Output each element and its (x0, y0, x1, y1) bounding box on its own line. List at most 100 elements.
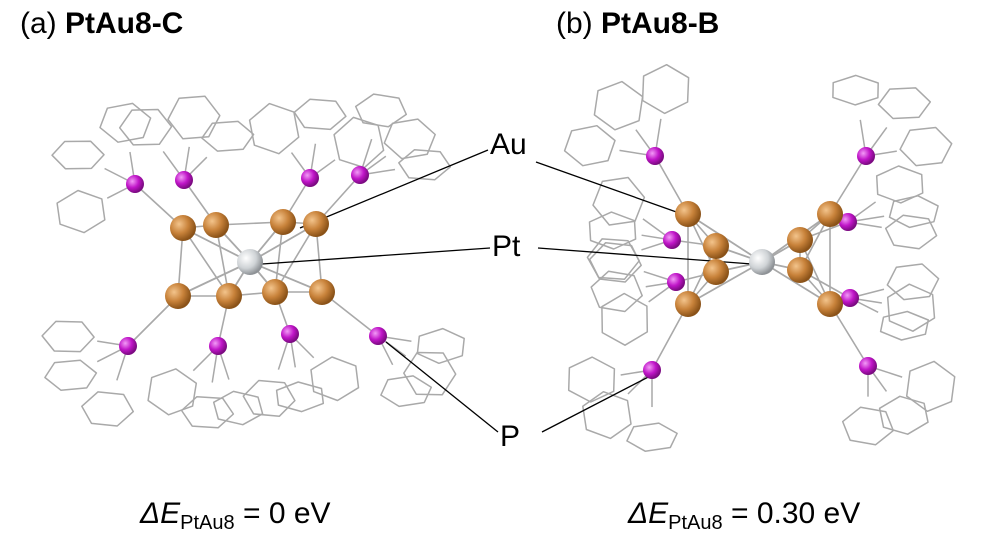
phenyl-ring (567, 356, 616, 403)
pt-atom (749, 249, 775, 275)
p-atom (643, 361, 661, 379)
p-atom (119, 337, 137, 355)
phenyl-ring (875, 165, 924, 204)
phenyl-ring (641, 63, 690, 115)
phenyl-ring (601, 292, 649, 346)
pt-leader-line-a (261, 247, 491, 265)
phenyl-ring (626, 422, 678, 452)
au-atom (216, 283, 242, 309)
phenyl-ring (118, 108, 173, 146)
phenyl-ring (201, 120, 255, 152)
phenyl-ring (588, 211, 637, 250)
p-atom (351, 166, 369, 184)
phenyl-ring (41, 320, 95, 353)
au-au-bond (274, 223, 317, 293)
pt-atom-label: Pt (492, 230, 521, 263)
phenyl-ring (383, 118, 436, 160)
p-atom (839, 213, 857, 231)
pt-au-bond (687, 261, 763, 305)
panel-a-title: (a) PtAu8-C (20, 6, 183, 42)
phenyl-ring (212, 390, 264, 426)
p-atom (857, 147, 875, 165)
phenyl-ring (592, 176, 646, 226)
phenyl-ring (563, 124, 616, 167)
pt-atom (237, 249, 263, 275)
phenyl-ring (180, 395, 235, 429)
phenyl-ring (888, 195, 939, 229)
au-atom (203, 212, 229, 238)
phenyl-ligand-wireframe (41, 63, 956, 452)
phenyl-ring (310, 356, 360, 402)
au-atom (703, 233, 729, 259)
panel-b-energy: ΔEPtAu8 = 0.30 eV (628, 496, 860, 541)
au-atom (165, 283, 191, 309)
pt-au-bond (761, 261, 831, 305)
phenyl-ring (51, 140, 105, 170)
p-atom (859, 357, 877, 375)
phenyl-ring (841, 406, 895, 446)
phenyl-ring (380, 375, 433, 408)
phenyl-ring (44, 359, 98, 391)
phenyl-ring (398, 149, 452, 181)
au-atom (787, 227, 813, 253)
au-atom (270, 209, 296, 235)
au-leader-line-a (299, 149, 489, 229)
phenyl-ring (147, 368, 198, 416)
p-atom (667, 273, 685, 291)
phenyl-ring (878, 395, 929, 435)
au-atom (787, 257, 813, 283)
phenyl-ring (886, 283, 936, 332)
phenyl-ring (899, 126, 953, 167)
phenyl-ring (590, 270, 643, 313)
phenyl-ring (905, 360, 956, 413)
phenyl-ring (832, 74, 879, 106)
atom-spheres (119, 147, 877, 379)
au-atom-label: Au (490, 128, 527, 161)
au-atom (303, 211, 329, 237)
panel-b-title: (b) PtAu8-B (556, 6, 719, 42)
au-atom (817, 201, 843, 227)
au-atom (703, 259, 729, 285)
p-atom (646, 147, 664, 165)
p-atom (209, 337, 227, 355)
au-atom (675, 201, 701, 227)
au-atom (170, 215, 196, 241)
phenyl-ring (877, 87, 932, 120)
phenyl-ring (884, 214, 938, 250)
phenyl-ring (354, 93, 408, 128)
p-leader-line-b (541, 371, 659, 433)
panel-a-energy: ΔEPtAu8 = 0 eV (140, 496, 331, 541)
au-atom (817, 291, 843, 317)
energy-a-subscript: PtAu8 (180, 512, 235, 534)
au-atom (262, 279, 288, 305)
p-atom (126, 175, 144, 193)
energy-a-symbol: ΔE (140, 497, 181, 530)
phenyl-ring (582, 390, 632, 440)
phenyl-ring (593, 80, 644, 131)
energy-b-value: = 0.30 eV (730, 497, 861, 530)
phenyl-ring (56, 189, 106, 234)
phenyl-ring (588, 241, 642, 283)
energy-b-symbol: ΔE (628, 497, 669, 530)
panel-b-label: (b) (556, 7, 593, 40)
phenyl-ring (293, 98, 347, 131)
p-leader-line-a (385, 341, 499, 433)
phenyl-ring (275, 381, 325, 413)
phenyl-ring (242, 379, 296, 417)
phenyl-ring (248, 102, 300, 155)
au-au-bond (182, 227, 230, 297)
p-atom (841, 289, 859, 307)
label-leader-lines (261, 149, 753, 433)
au-atom (675, 291, 701, 317)
p-atom (301, 169, 319, 187)
phenyl-ring (879, 310, 930, 341)
panel-b-name: PtAu8-B (601, 7, 720, 40)
p-atom (175, 171, 193, 189)
phenyl-ring (81, 391, 135, 427)
au-leader-line-b (535, 161, 683, 215)
p-atom (369, 327, 387, 345)
energy-a-value: = 0 eV (242, 497, 331, 530)
phenyl-ring (99, 102, 152, 143)
phenyl-ring (416, 327, 465, 365)
